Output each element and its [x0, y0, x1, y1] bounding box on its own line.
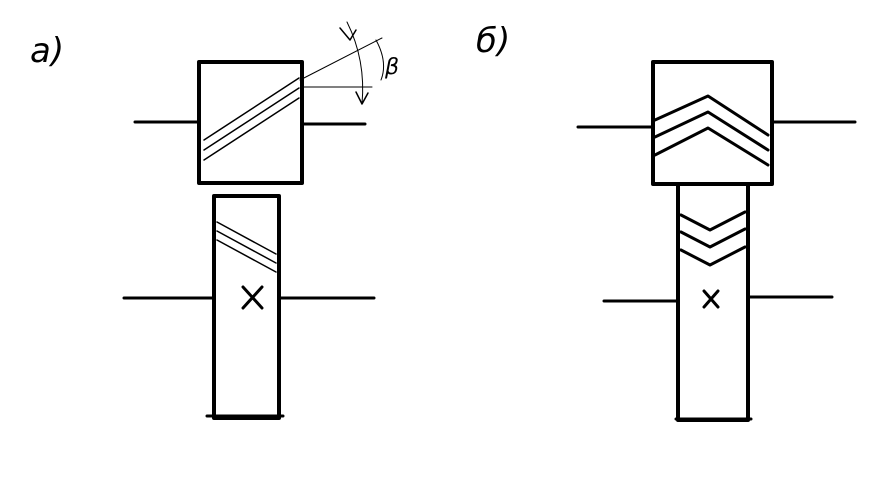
figure-a-pinion	[197, 60, 304, 185]
figure-a-label: a)	[30, 31, 64, 71]
figure-a-angle-construction: β	[299, 21, 399, 105]
figure-b-pinion-teeth	[653, 94, 770, 167]
figure-a-pinion-teeth	[203, 77, 300, 161]
figure-a-wheel	[212, 194, 281, 420]
figure-a-helical: a) β	[30, 21, 399, 420]
figure-a-axis-cross-icon	[241, 285, 264, 310]
figure-b-herringbone: б)	[476, 21, 857, 422]
figure-a-wheel-teeth	[216, 221, 277, 273]
figure-b-axis-cross-icon	[702, 289, 720, 309]
figure-b-pinion	[651, 60, 774, 186]
figure-b-label: б)	[476, 21, 510, 61]
figure-a-angle-label: β	[384, 55, 399, 80]
figure-b-wheel-teeth	[679, 210, 747, 267]
